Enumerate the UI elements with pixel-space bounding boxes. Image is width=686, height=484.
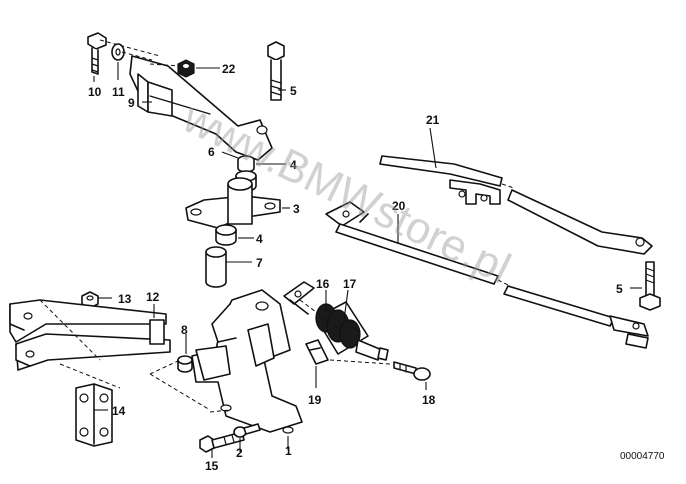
callout-12: 12 [146,290,160,304]
callout-2: 2 [236,446,243,460]
screw-18 [393,361,431,381]
callout-16: 16 [316,277,330,291]
callout-5-right: 5 [616,282,623,296]
callout-6: 6 [208,145,215,159]
callout-4-upper: 4 [290,158,297,172]
callout-13: 13 [118,292,132,306]
callout-8: 8 [181,323,188,337]
rod-20-end [503,285,649,349]
callout-7: 7 [256,256,263,270]
callout-21: 21 [426,113,440,127]
bolt-10 [87,32,107,75]
rod-20 [325,201,499,285]
washer-11 [111,43,125,61]
callout-9: 9 [128,96,135,110]
rubber-boot-17 [315,301,389,361]
callout-22: 22 [222,62,236,76]
lever-3 [185,177,281,229]
callout-19: 19 [308,393,322,407]
callout-3: 3 [293,202,300,216]
rod-21-end [507,189,653,255]
clevis-16 [283,281,315,315]
bolt-5-right [639,261,661,311]
screw-2 [233,423,261,438]
rod-21 [379,155,503,205]
clip-19 [305,339,329,365]
callout-1: 1 [285,444,292,458]
callout-15: 15 [205,459,219,473]
bracket-12 [9,299,171,371]
bracket-9 [129,55,273,161]
leader-lines [93,62,642,458]
callout-11: 11 [112,85,125,99]
bracket-14 [75,383,113,447]
spacer-4-lower [215,224,237,246]
callout-18: 18 [422,393,436,407]
bush-8 [177,355,193,373]
bushing-6 [237,155,255,173]
callout-labels: 10 11 22 9 5 6 4 3 4 7 8 13 12 14 15 2 1… [88,62,623,473]
callout-14: 14 [112,404,126,418]
callout-17: 17 [343,277,357,291]
callout-4-lower: 4 [256,232,263,246]
callout-5-top: 5 [290,84,297,98]
sleeve-7 [205,246,227,288]
callout-10: 10 [88,85,102,99]
catalog-number: 00004770 [620,451,665,462]
nut-22 [177,59,195,78]
bolt-5-top [267,41,285,101]
callout-20: 20 [392,199,406,213]
pedal-bracket-1 [191,289,303,434]
